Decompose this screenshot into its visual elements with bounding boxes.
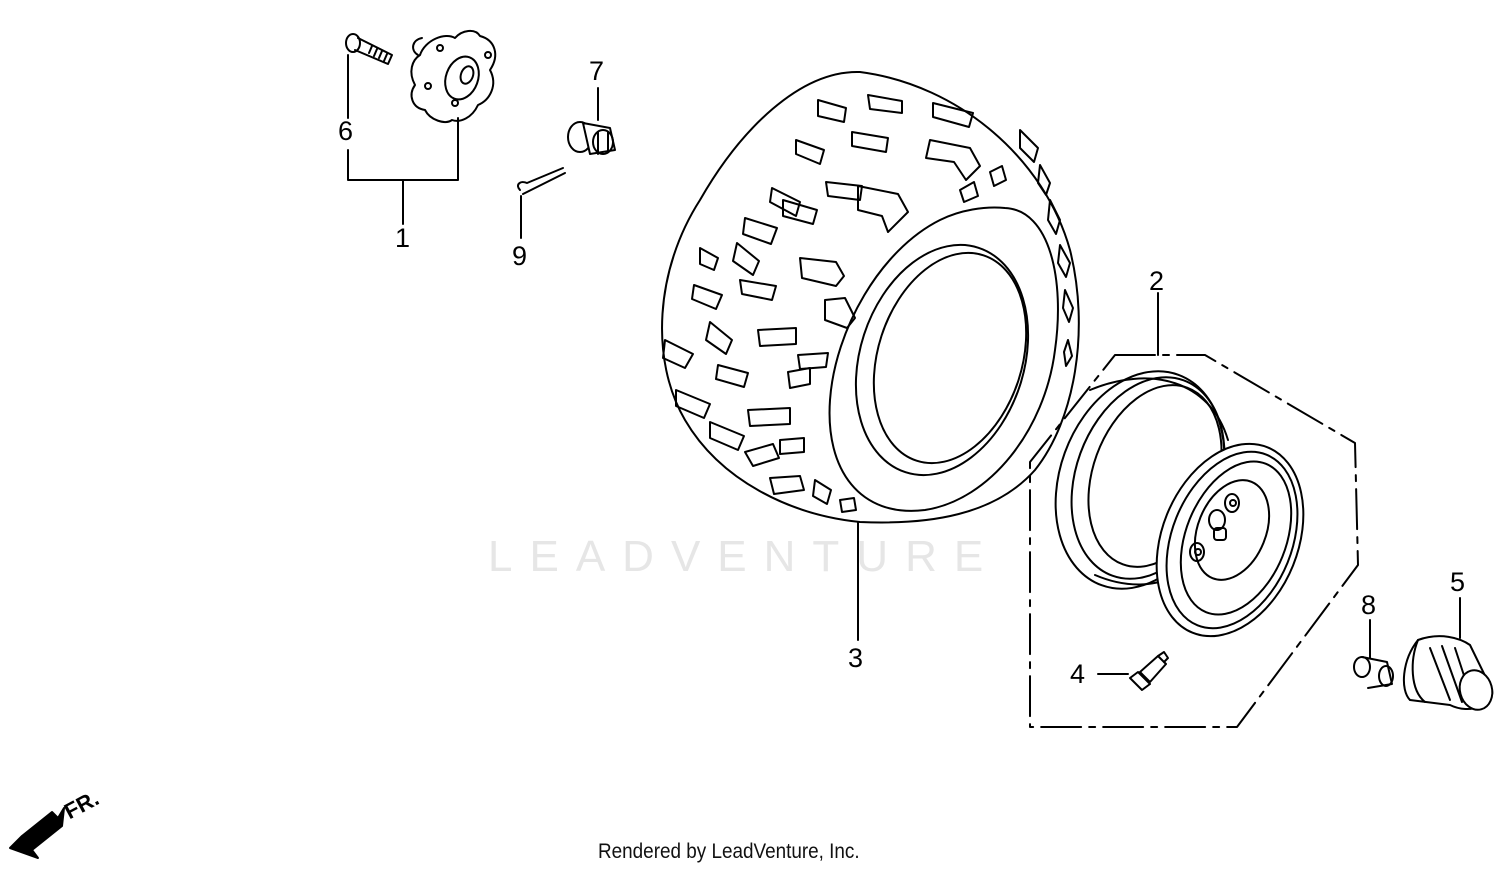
wheel-nut-drawing [1353,656,1394,689]
castle-nut-drawing [567,121,616,155]
watermark: LEADVENTURE [488,532,1001,581]
rim-group-outline [1029,354,1359,728]
hub-bolt-drawing [345,33,393,65]
cotter-pin-drawing [517,167,566,195]
callout-5[interactable]: 5 [1450,567,1466,597]
callout-6[interactable]: 6 [338,116,354,146]
hub-assembly-drawing [410,30,497,123]
callout-9[interactable]: 9 [512,241,528,271]
front-direction-arrow-icon [9,807,65,859]
callout-4[interactable]: 4 [1070,659,1086,689]
bracket-1 [347,117,459,181]
hub-cap-drawing [1402,635,1494,711]
callout-3[interactable]: 3 [848,643,864,673]
footer-credit: Rendered by LeadVenture, Inc. [598,840,860,863]
callout-7[interactable]: 7 [589,56,605,86]
callout-1[interactable]: 1 [395,223,411,253]
callout-2[interactable]: 2 [1149,266,1165,296]
wheel-rim-drawing [1054,370,1305,638]
tire-drawing [661,70,1080,524]
valve-stem-drawing [1129,651,1169,691]
callout-8[interactable]: 8 [1361,590,1377,620]
